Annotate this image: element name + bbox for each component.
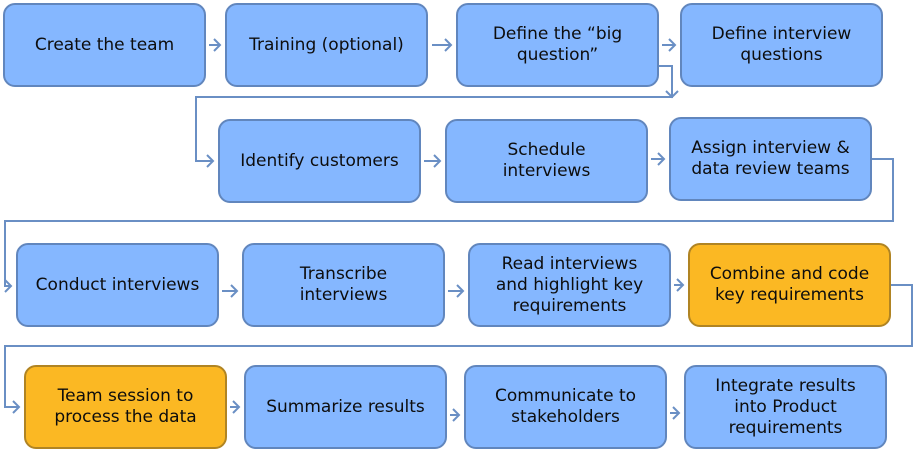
step-team-session: Team session to process the data xyxy=(24,365,227,449)
step-transcribe-interviews: Transcribe interviews xyxy=(242,243,445,327)
arrow-identify-to-schedule-head xyxy=(433,154,442,168)
arrow-wrap-row3-row4 xyxy=(4,284,913,408)
arrow-wrap-row3-row4-head xyxy=(12,400,21,414)
step-read-interviews: Read interviews and highlight key requir… xyxy=(468,243,671,327)
step-define-big-question: Define the “big question” xyxy=(456,3,659,87)
step-create-team: Create the team xyxy=(3,3,206,87)
arrow-wrap-row1-mid-head xyxy=(665,90,679,99)
arrow-wrap-row1-row2-head xyxy=(206,154,215,168)
arrow-wrap-row1-row2 xyxy=(195,65,673,162)
arrow-bigquestion-to-questions-head xyxy=(668,38,677,52)
step-schedule-interviews: Schedule interviews xyxy=(445,119,648,203)
step-summarize-results: Summarize results xyxy=(244,365,447,449)
step-define-interview-questions: Define interview questions xyxy=(680,3,883,87)
step-communicate: Communicate to stakeholders xyxy=(464,365,667,449)
arrow-schedule-to-assign-head xyxy=(657,152,666,166)
step-conduct-interviews: Conduct interviews xyxy=(16,243,219,327)
step-integrate-results: Integrate results into Product requireme… xyxy=(684,365,887,449)
arrow-session-to-summarize-head xyxy=(232,400,241,414)
arrow-wrap-row2-row3 xyxy=(4,158,894,287)
arrow-wrap-row2-row3-head xyxy=(4,279,13,293)
arrow-communicate-to-integrate-head xyxy=(672,406,681,420)
arrow-training-to-bigquestion-head xyxy=(444,38,453,52)
arrow-summarize-to-communicate-head xyxy=(452,408,461,422)
step-assign-teams: Assign interview & data review teams xyxy=(669,117,872,201)
arrow-conduct-to-transcribe-head xyxy=(230,284,239,298)
step-training: Training (optional) xyxy=(225,3,428,87)
arrow-read-to-combine-head xyxy=(676,278,685,292)
arrow-create-to-training-head xyxy=(213,38,222,52)
step-combine-code: Combine and code key requirements xyxy=(688,243,891,327)
arrow-transcribe-to-read-head xyxy=(456,284,465,298)
step-identify-customers: Identify customers xyxy=(218,119,421,203)
